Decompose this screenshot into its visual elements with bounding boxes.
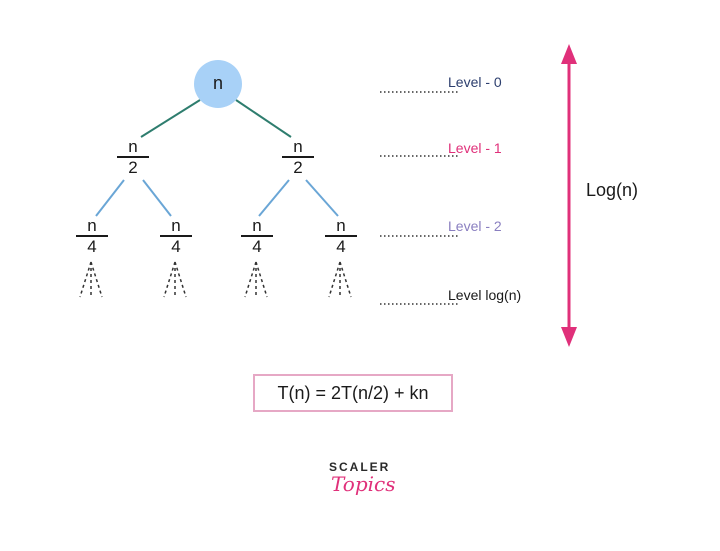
edge-root-right xyxy=(235,99,292,138)
edge-right-left xyxy=(258,179,290,217)
node-numerator: n xyxy=(128,137,138,156)
node-n-over-2-left: n 2 xyxy=(116,137,150,177)
node-n-over-4-1: n 4 xyxy=(75,216,109,256)
fraction-bar xyxy=(325,235,357,237)
recurrence-formula-box: T(n) = 2T(n/2) + kn xyxy=(253,374,453,412)
fraction-bar xyxy=(117,156,149,158)
node-n-over-4-4: n 4 xyxy=(324,216,358,256)
node-n-over-2-right: n 2 xyxy=(281,137,315,177)
node-denominator: 2 xyxy=(128,158,138,177)
node-numerator: n xyxy=(171,216,181,235)
height-log-label: Log(n) xyxy=(586,180,639,200)
continuation-wedges xyxy=(79,261,352,298)
level-0-label: Level - 0 xyxy=(448,74,502,90)
node-n-over-4-2: n 4 xyxy=(159,216,193,256)
fraction-bar xyxy=(282,156,314,158)
fraction-bar xyxy=(160,235,192,237)
brand-logo-top: SCALER xyxy=(329,460,391,474)
brand-logo-bottom: Topics xyxy=(331,472,396,496)
edge-left-left xyxy=(95,179,125,217)
level-2-label: Level - 2 xyxy=(448,218,502,234)
node-denominator: 4 xyxy=(87,237,97,256)
node-numerator: n xyxy=(252,216,262,235)
node-numerator: n xyxy=(293,137,303,156)
edge-left-right xyxy=(142,179,172,217)
continuation-wedge xyxy=(79,261,103,298)
fraction-bar xyxy=(241,235,273,237)
continuation-wedge xyxy=(328,261,352,298)
root-node-label: n xyxy=(212,73,223,93)
edge-root-left xyxy=(140,99,201,138)
fraction-bar xyxy=(76,235,108,237)
node-n-over-4-3: n 4 xyxy=(240,216,274,256)
level-1-label: Level - 1 xyxy=(448,140,502,156)
node-denominator: 4 xyxy=(171,237,181,256)
node-numerator: n xyxy=(336,216,346,235)
height-arrow xyxy=(561,44,577,347)
arrow-head-down xyxy=(561,327,577,347)
level-log-label: Level log(n) xyxy=(448,287,522,303)
level-leaders xyxy=(380,91,458,305)
node-numerator: n xyxy=(87,216,97,235)
arrow-head-up xyxy=(561,44,577,64)
continuation-wedge xyxy=(244,261,268,298)
continuation-wedge xyxy=(163,261,187,298)
root-node-circle xyxy=(194,60,242,108)
node-denominator: 4 xyxy=(336,237,346,256)
node-denominator: 4 xyxy=(252,237,262,256)
edge-right-right xyxy=(305,179,339,217)
recurrence-formula: T(n) = 2T(n/2) + kn xyxy=(277,382,429,403)
node-denominator: 2 xyxy=(293,158,303,177)
